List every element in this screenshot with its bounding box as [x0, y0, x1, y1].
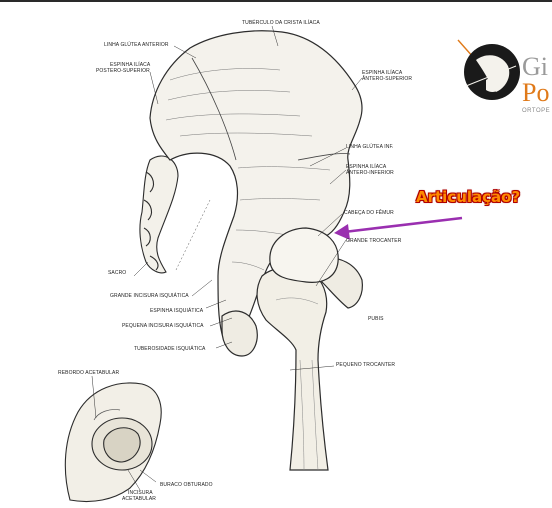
label-espinha-anterosup-2: ÂNTERO-SUPERIOR	[362, 76, 413, 82]
label-leader-lines	[91, 25, 363, 491]
label-espinha-posterosup-1: ESPINHA ILÍACA	[110, 62, 151, 68]
logo-emblem-icon	[457, 39, 520, 100]
label-tuberculo-crista: TUBÉRCULO DA CRISTA ILÍACA	[242, 20, 320, 26]
label-linha-glutea-inf: LINHA GLÚTEA INF.	[346, 144, 394, 150]
label-buraco-obturado: BURACO OBTURADO	[160, 482, 213, 488]
label-grande-incisura: GRANDE INCISURA ISQUIÁTICA	[110, 293, 189, 299]
sacrum-bone	[139, 155, 179, 274]
label-espinha-anteroinf-1: ESPINHA ILÍACA	[346, 164, 387, 170]
label-linha-glutea-anterior: LINHA GLÚTEA ANTERIOR	[104, 42, 169, 48]
label-cabeca-femur: CABEÇA DO FÊMUR	[344, 210, 394, 216]
label-espinha-anterosup-1: ESPINHA ILÍACA	[362, 70, 403, 76]
label-pequeno-trocanter: PEQUENO TROCANTER	[336, 362, 396, 368]
dashed-guides	[175, 199, 211, 271]
logo-text-line3: ORTOPE	[522, 108, 551, 114]
label-grande-trocanter: GRANDE TROCANTER	[346, 238, 402, 244]
label-incisura-acet-1: INCISURA	[128, 490, 153, 496]
articulacao-callout: Articulação?	[416, 188, 521, 206]
label-pubis: PUBIS	[368, 316, 384, 322]
callout-arrow	[334, 216, 463, 240]
label-espinha-anteroinf-2: ÂNTERO-INFERIOR	[346, 170, 394, 176]
top-border-line	[0, 0, 552, 2]
label-espinha-posterosup-2: POSTERO-SUPERIOR	[96, 68, 150, 74]
label-pequena-incisura: PEQUENA INCISURA ISQUIÁTICA	[122, 323, 204, 329]
logo-text-line2: Po	[522, 78, 550, 107]
label-sacro: SACRO	[108, 270, 127, 276]
acetabulum-inset	[64, 382, 162, 503]
femur-bone	[256, 227, 339, 471]
label-rebordo: REBORDO ACETABULAR	[58, 370, 120, 376]
label-espinha-isquiatica: ESPINHA ISQUIÁTICA	[150, 308, 204, 314]
label-tuberosidade: TUBEROSIDADE ISQUIÁTICA	[134, 346, 206, 352]
logo-text-line1: Gi	[522, 52, 548, 81]
label-incisura-acet-2: ACETABULAR	[122, 496, 156, 502]
clinic-logo: Gi Po ORTOPE	[446, 26, 552, 120]
